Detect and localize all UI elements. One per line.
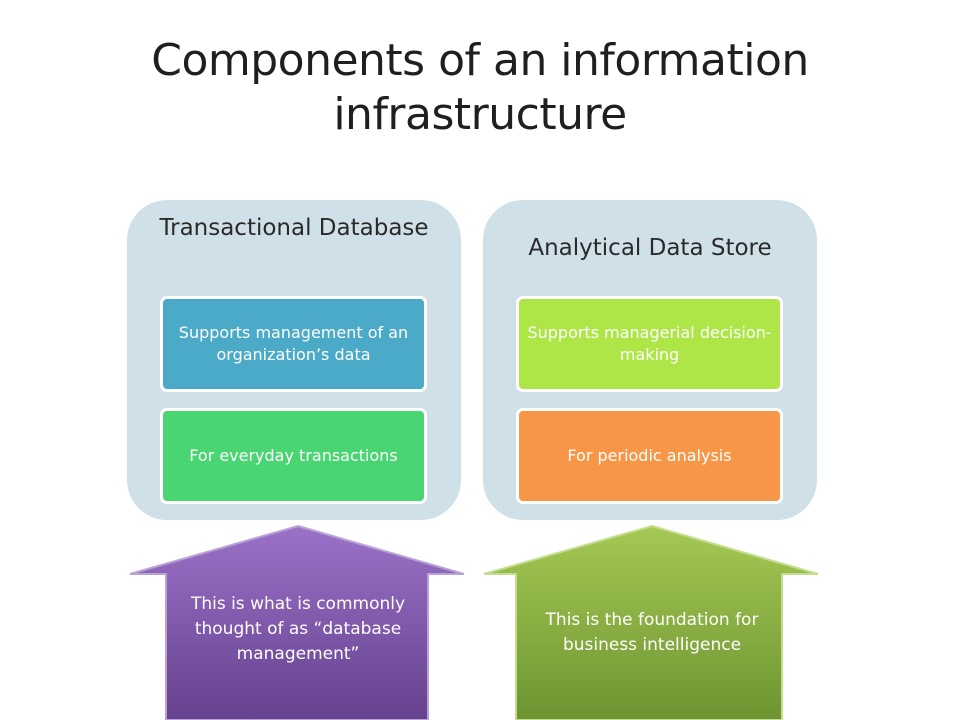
data-management-box: Supports management of an organization’s… — [160, 296, 427, 392]
decision-making-box: Supports managerial decision-making — [516, 296, 783, 392]
up-arrow-shape — [129, 524, 465, 720]
periodic-analysis-box: For periodic analysis — [516, 408, 783, 504]
slide-title: Components of an information infrastruct… — [151, 35, 809, 140]
analytical-data-store-panel: Analytical Data Store Supports manageria… — [483, 200, 817, 520]
panel-title: Analytical Data Store — [528, 235, 772, 261]
database-management-arrow: This is what is commonly thought of as “… — [128, 524, 468, 720]
transactional-database-panel: Transactional Database Supports manageme… — [127, 200, 461, 520]
arrow-label: This is what is commonly thought of as “… — [190, 594, 406, 664]
everyday-transactions-box: For everyday transactions — [160, 408, 427, 504]
up-arrow-shape — [483, 524, 819, 720]
arrow-label: This is the foundation for business inte… — [545, 610, 759, 655]
business-intelligence-arrow: This is the foundation for business inte… — [482, 524, 822, 720]
panel-title: Transactional Database — [159, 215, 429, 241]
